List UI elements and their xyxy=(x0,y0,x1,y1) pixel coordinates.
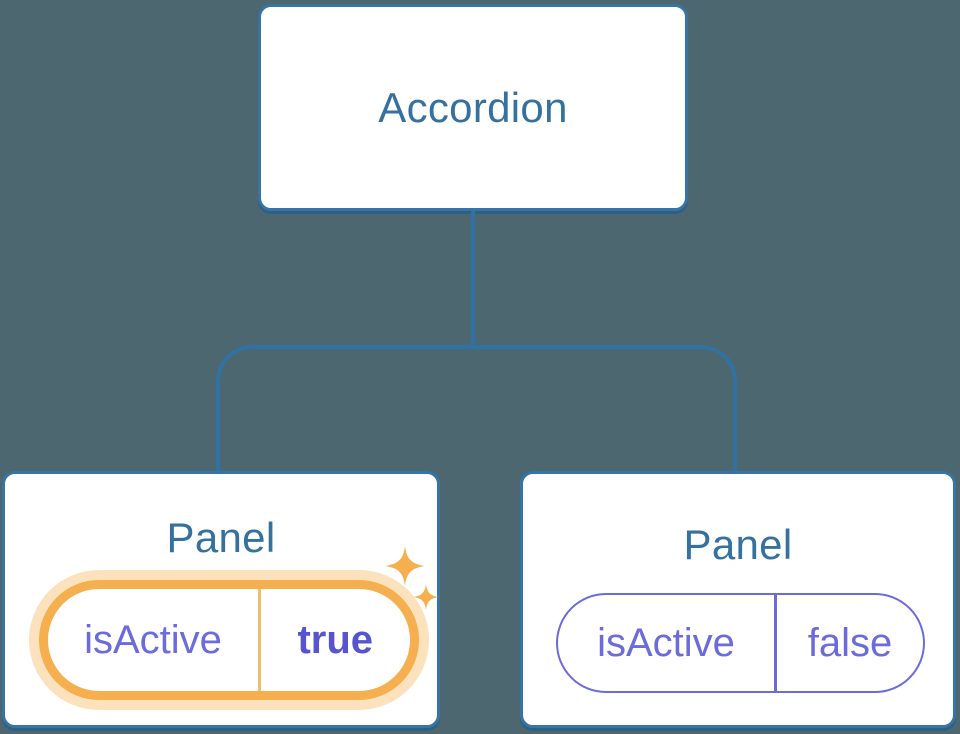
pill-divider xyxy=(774,595,777,691)
panel-label: Panel xyxy=(683,521,793,568)
sparkle-icon xyxy=(413,584,439,610)
prop-name-label: isActive xyxy=(84,617,222,662)
prop-value-label: true xyxy=(297,617,374,662)
prop-value-label: false xyxy=(807,620,893,665)
sparkles-icon xyxy=(385,546,439,610)
state-pill-inactive: isActive false xyxy=(556,593,925,693)
accordion-label: Accordion xyxy=(378,83,568,131)
state-pill-active: isActive true xyxy=(39,580,419,700)
tree-node-accordion: Accordion xyxy=(258,4,688,211)
connector-stem xyxy=(471,211,475,347)
tree-node-panel-active: Panel isActive true xyxy=(2,471,440,728)
panel-label: Panel xyxy=(166,514,276,561)
sparkle-icon xyxy=(385,546,425,586)
connector-branch xyxy=(216,345,737,471)
tree-node-panel-inactive: Panel isActive false xyxy=(520,471,956,728)
pill-divider xyxy=(258,589,261,691)
prop-name-label: isActive xyxy=(597,620,735,665)
